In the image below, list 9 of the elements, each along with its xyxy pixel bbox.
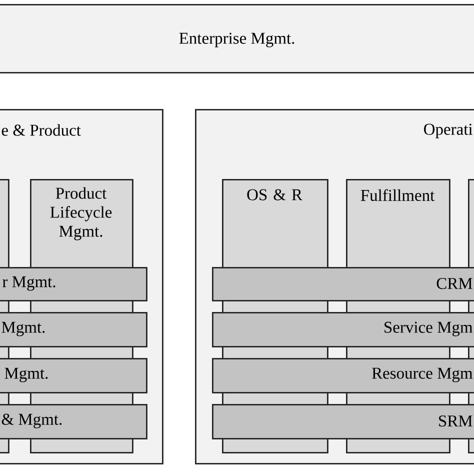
bar: CRM — [212, 267, 474, 302]
bar: Service Mgm — [212, 312, 474, 348]
bar: r Mgmt. — [0, 267, 148, 302]
bar: Mgmt. — [0, 312, 148, 348]
enterprise-box: Enterprise Mgmt. — [0, 4, 474, 74]
bar: & Mgmt. — [0, 404, 148, 440]
bar: SRM — [212, 404, 474, 440]
bar: Mgmt. — [0, 358, 148, 394]
bar: Resource Mgm — [212, 358, 474, 394]
